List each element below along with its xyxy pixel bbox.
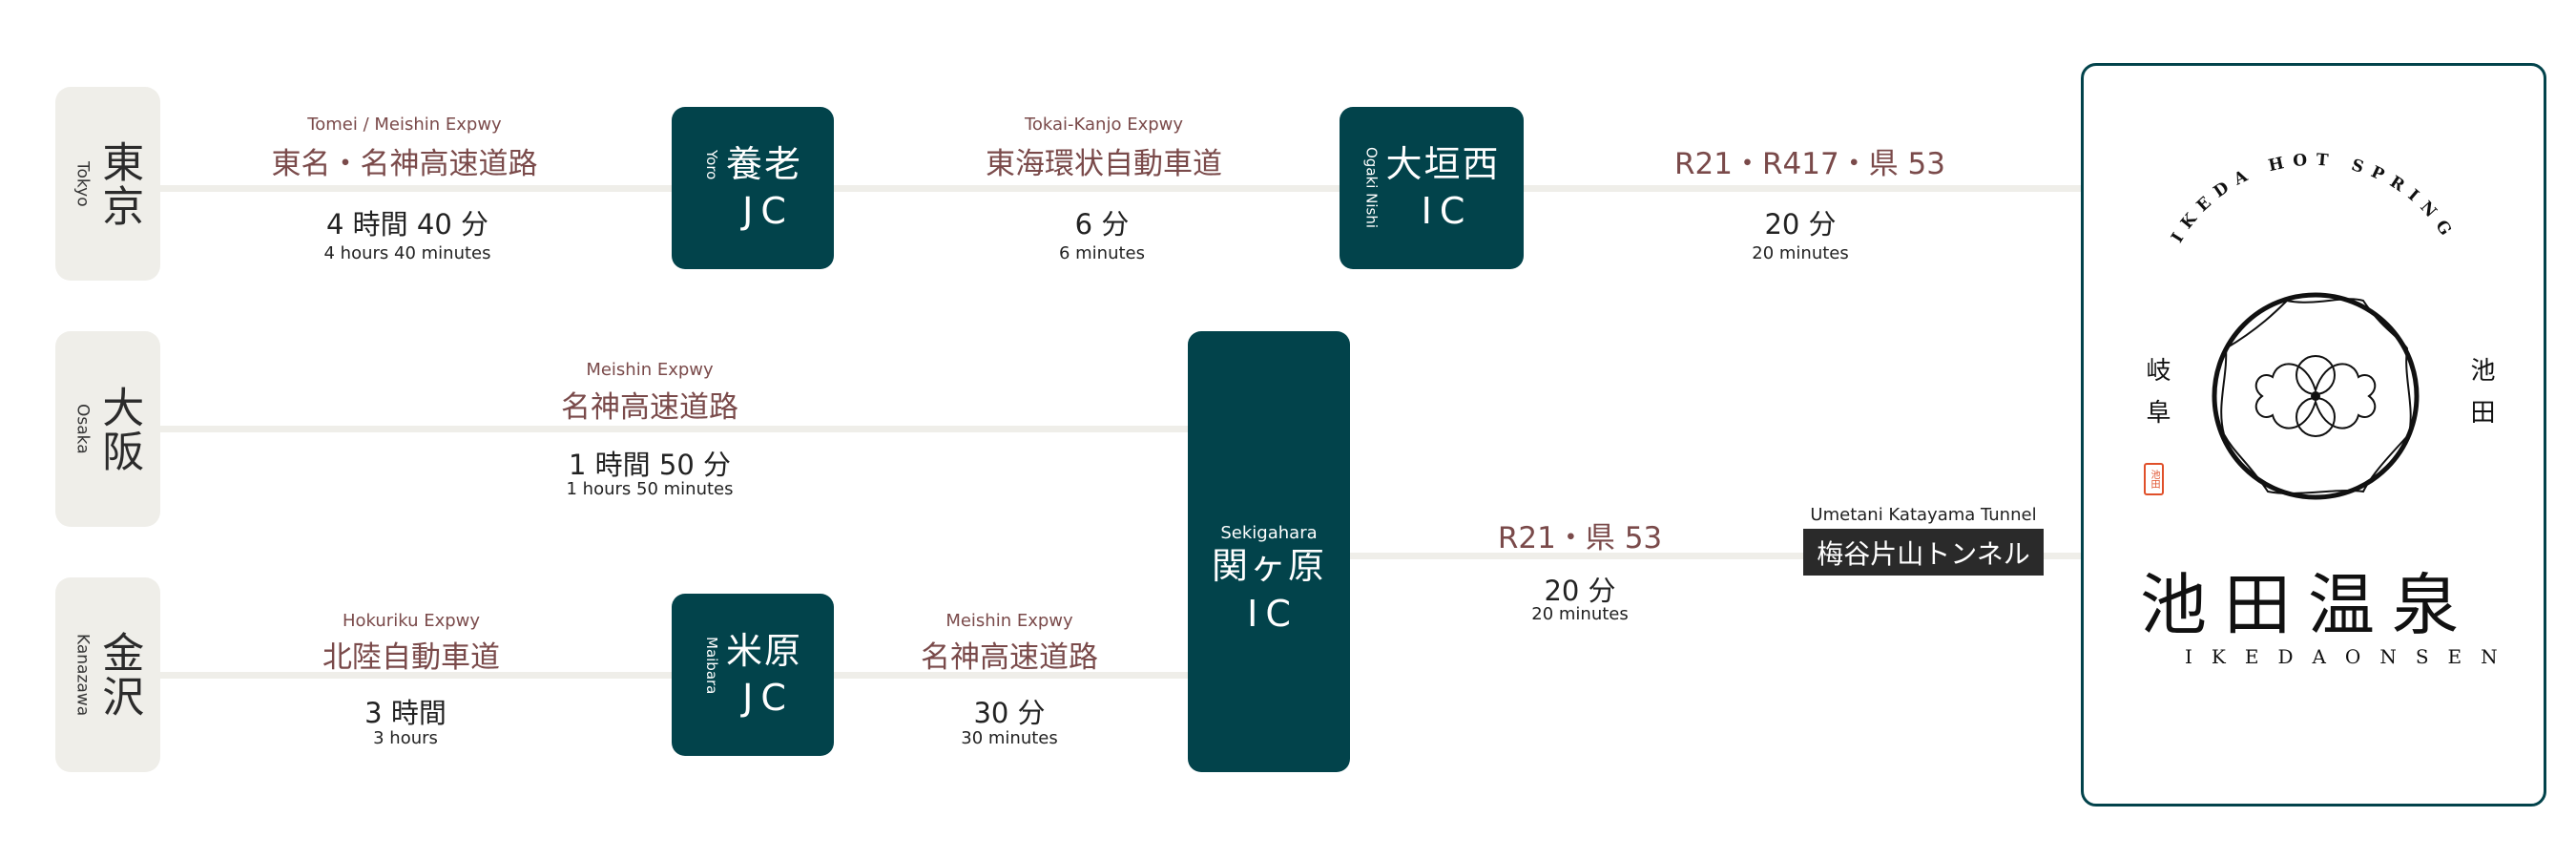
node-en: Yoro (702, 150, 720, 180)
node-jp: 大垣西 (1385, 142, 1501, 185)
segment-time-jp: 4 時間 40 分 (325, 208, 489, 241)
road-maibara-sekigahara (834, 672, 1188, 679)
road-tokyo-yoro (160, 185, 672, 192)
logo-right-text: 池田 (2466, 357, 2495, 441)
segment-time-en: 6 minutes (1058, 243, 1146, 263)
node-en: Sekigahara (1220, 523, 1318, 544)
segment-road-en: Hokuriku Expwy (342, 611, 481, 631)
segment-time-en: 20 minutes (1752, 243, 1849, 263)
logo-left-text: 岐阜 (2142, 357, 2171, 441)
origin-jp: 金沢 (94, 631, 144, 719)
road-osaka-sekigahara (160, 426, 1188, 432)
seal-stamp-icon: 池田 (2144, 463, 2164, 495)
road-ogaki-ikeda (1524, 185, 2081, 192)
node-code: IC (1421, 190, 1473, 232)
origin-jp: 大阪 (94, 385, 144, 473)
node-code: JC (742, 190, 794, 232)
segment-time-en: 4 hours 40 minutes (323, 243, 491, 263)
node-jp: 関ヶ原 (1211, 545, 1326, 588)
segment-time-jp: 6 分 (1074, 208, 1130, 241)
logo-main-title: 池田温泉 (2140, 552, 2476, 648)
origin-jp: 東京 (94, 139, 144, 228)
logo-right-vertical: 池田 (2463, 357, 2499, 441)
segment-time-en: 1 hours 50 minutes (566, 479, 734, 499)
road-sekigahara-ikeda (1350, 553, 2081, 559)
segment-time-jp: 20 分 (1764, 208, 1837, 241)
logo-main-text: 池田温泉 (2140, 566, 2476, 644)
road-kanazawa-maibara (160, 672, 672, 679)
node-code: IC (1247, 592, 1298, 635)
node-maibara-jc: Maibara 米原 JC (672, 594, 834, 756)
node-yoro-jc: Yoro 養老 JC (672, 107, 834, 269)
segment-time-en: 30 minutes (961, 728, 1058, 748)
logo-romaji: IKEDAONSEN (2185, 645, 2517, 668)
segment-road-en: Tomei / Meishin Expwy (307, 115, 502, 135)
origin-en: Osaka (73, 404, 93, 454)
origin-en: Kanazawa (73, 633, 93, 717)
segment-road-jp: R21・R417・県 53 (1674, 147, 1945, 181)
segment-time-jp: 30 分 (973, 697, 1046, 729)
flower-emblem-icon (2212, 292, 2420, 500)
segment-road-jp: 北陸自動車道 (322, 640, 500, 675)
segment-road-en: Meishin Expwy (945, 611, 1073, 631)
segment-road-jp: 東海環状自動車道 (986, 147, 1222, 181)
segment-time-en: 20 minutes (1531, 604, 1629, 624)
seal-text: 池田 (2149, 470, 2159, 489)
node-jp: 米原 (725, 629, 802, 672)
segment-road-jp: R21・県 53 (1497, 521, 1663, 555)
tunnel-jp-label: 梅谷片山トンネル (1817, 537, 2030, 570)
node-en: Ogaki Nishi (1362, 147, 1381, 229)
segment-time-en: 3 hours (373, 728, 438, 748)
origin-kanazawa: Kanazawa 金沢 (55, 577, 160, 772)
node-jp: 養老 (725, 142, 802, 185)
segment-road-en: Tokai-Kanjo Expwy (1024, 115, 1184, 135)
tunnel-en-label: Umetani Katayama Tunnel (1810, 505, 2037, 525)
destination-card (2081, 63, 2546, 807)
segment-time-jp: 20 分 (1544, 575, 1616, 607)
segment-road-jp: 名神高速道路 (561, 390, 738, 425)
node-code: JC (742, 677, 794, 719)
segment-road-jp: 東名・名神高速道路 (271, 147, 538, 181)
segment-road-en: Meishin Expwy (586, 360, 714, 380)
tunnel-badge: 梅谷片山トンネル (1803, 529, 2044, 576)
logo-romaji-text: IKEDAONSEN (2185, 645, 2517, 668)
road-yoro-ogaki (834, 185, 1340, 192)
node-sekigahara-ic: Sekigahara 関ヶ原 IC (1188, 331, 1350, 772)
origin-tokyo: Tokyo 東京 (55, 87, 160, 281)
segment-time-jp: 3 時間 (364, 697, 447, 729)
logo-arc-text: IKEDA HOT SPRING (2168, 151, 2460, 500)
origin-osaka: Osaka 大阪 (55, 331, 160, 527)
node-en: Maibara (702, 636, 720, 695)
segment-road-jp: 名神高速道路 (921, 640, 1098, 675)
logo-left-vertical: 岐阜 (2139, 357, 2174, 441)
node-ogaki-nishi-ic: Ogaki Nishi 大垣西 IC (1340, 107, 1524, 269)
arc-text: IKEDA HOT SPRING (2168, 151, 2460, 246)
origin-en: Tokyo (73, 160, 93, 207)
segment-time-jp: 1 時間 50 分 (568, 449, 732, 481)
